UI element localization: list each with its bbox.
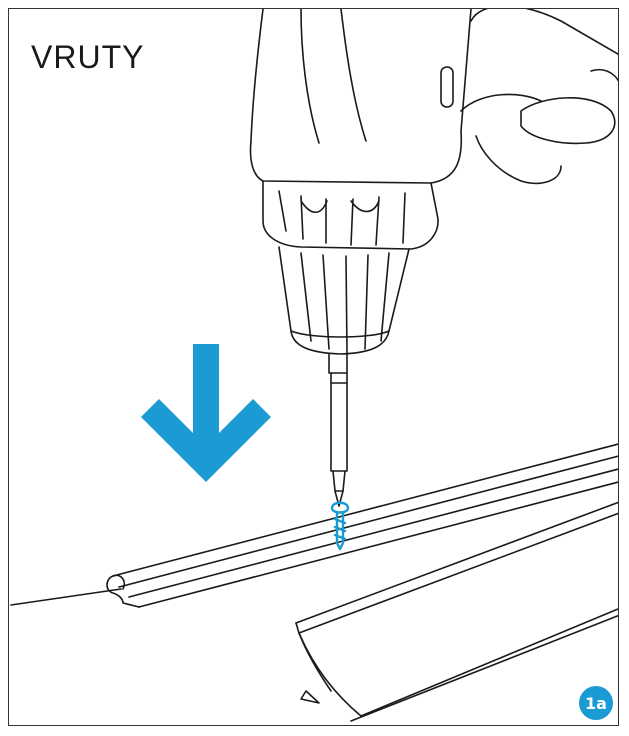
floor-line: [10, 588, 122, 606]
arrow-down-icon: [141, 344, 271, 482]
step-badge: 1a: [579, 686, 613, 720]
rail-back: [106, 443, 618, 608]
assembly-illustration: [10, 9, 618, 722]
screw-icon: [330, 501, 350, 551]
page-title: VRUTY: [31, 39, 145, 75]
illustration-frame: VRUTY 1a: [8, 8, 619, 726]
drill-icon: [249, 9, 618, 507]
rail-front: [295, 501, 618, 722]
